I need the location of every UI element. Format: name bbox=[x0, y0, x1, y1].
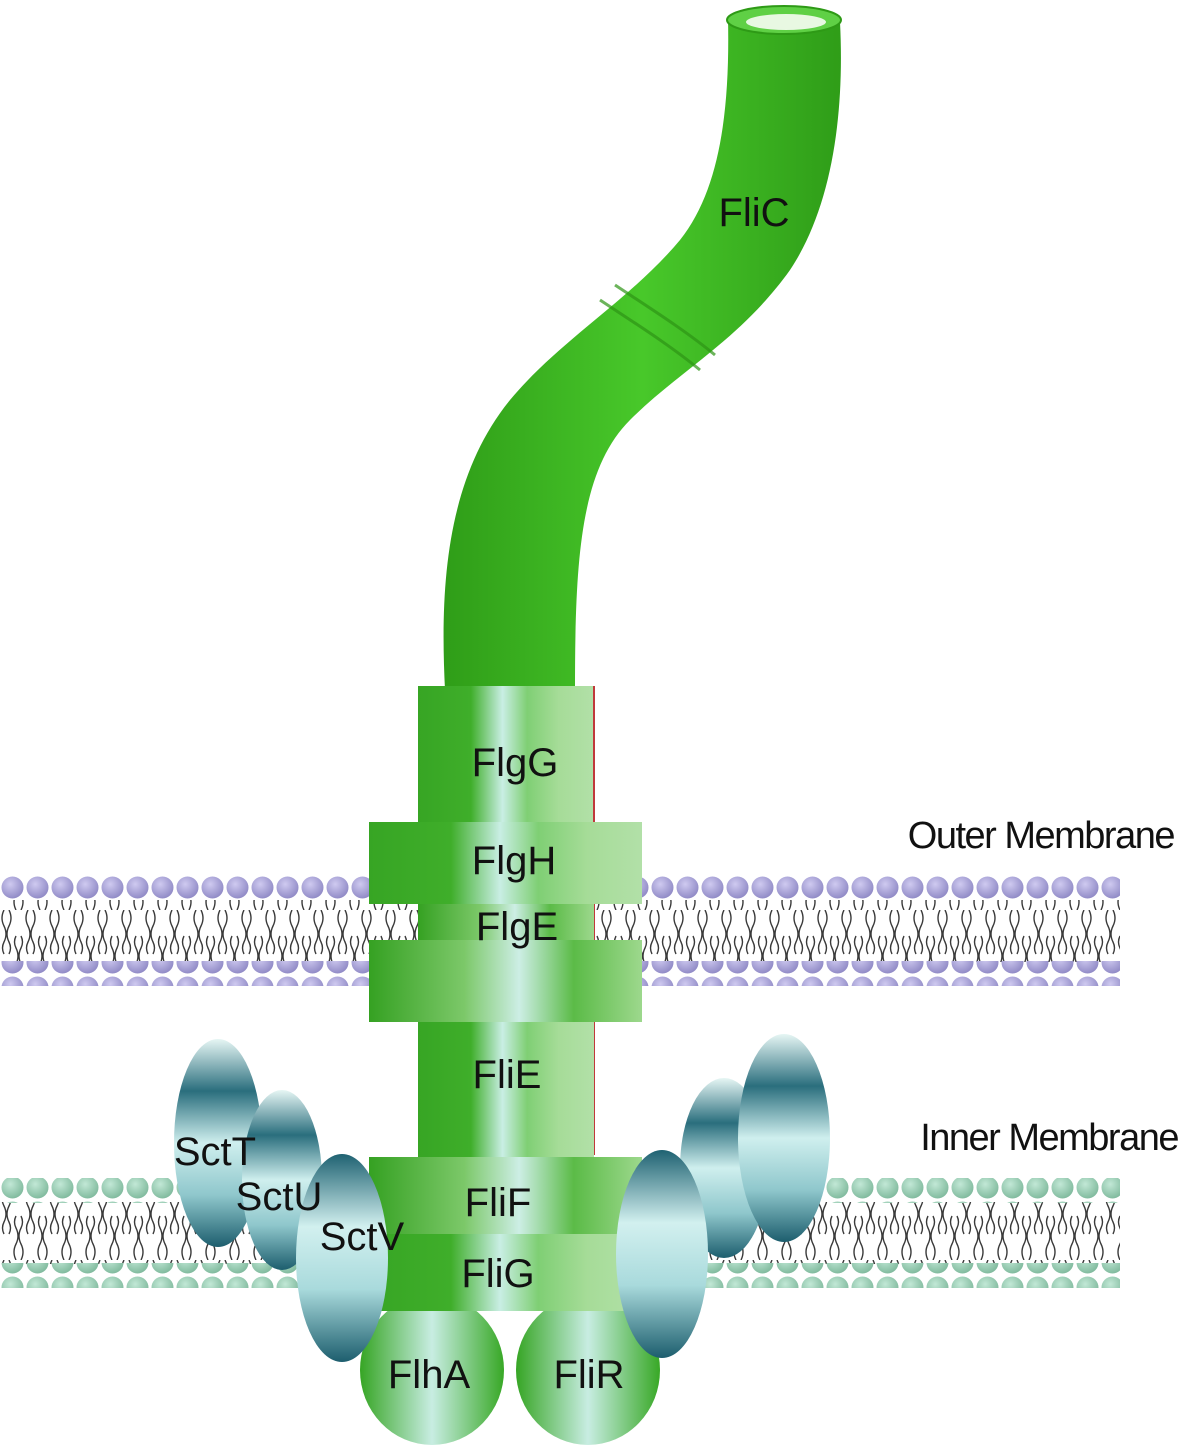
flgh-label: FlgH bbox=[472, 839, 556, 883]
flge-label: FlgE bbox=[476, 905, 558, 949]
flic-filament bbox=[443, 5, 842, 690]
flha-label: FlhA bbox=[388, 1353, 471, 1397]
flha-lobe bbox=[360, 1295, 504, 1445]
flif-ring bbox=[369, 1157, 642, 1234]
flig-label: FliG bbox=[461, 1252, 534, 1296]
flic-label: FliC bbox=[718, 191, 789, 235]
flie-block bbox=[418, 1022, 594, 1157]
flgh-ring bbox=[369, 822, 642, 904]
flif-label: FliF bbox=[465, 1181, 532, 1225]
outer-membrane-label: Outer Membrane bbox=[908, 815, 1175, 857]
sctu-label: SctU bbox=[236, 1175, 323, 1219]
flgg-label: FlgG bbox=[472, 741, 559, 785]
sctv-protein bbox=[296, 1154, 388, 1362]
flge-block bbox=[418, 900, 594, 942]
flgg-block bbox=[418, 686, 594, 822]
flir-lobe bbox=[516, 1295, 660, 1445]
right-protein-top bbox=[738, 1034, 830, 1242]
flir-label: FliR bbox=[553, 1353, 624, 1397]
right-protein-front bbox=[616, 1150, 708, 1358]
sctt-protein bbox=[174, 1039, 262, 1247]
sctt-label: SctT bbox=[174, 1130, 256, 1174]
p-ring bbox=[369, 940, 642, 1022]
inner-membrane-label: Inner Membrane bbox=[920, 1117, 1178, 1159]
flig-ring bbox=[369, 1234, 642, 1311]
flie-label: FliE bbox=[473, 1053, 542, 1097]
sctv-label: SctV bbox=[320, 1215, 405, 1259]
